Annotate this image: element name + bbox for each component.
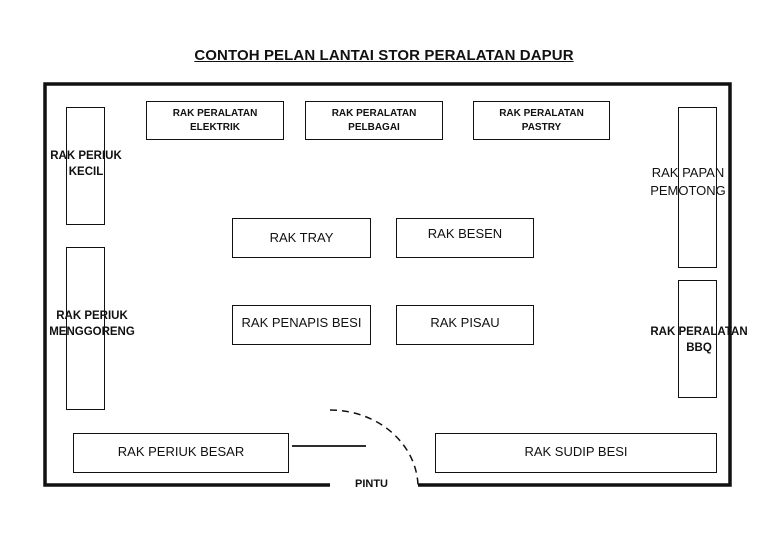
shelf-papan-pemotong (678, 107, 717, 268)
label-peralatan-pelbagai: RAK PERALATAN PELBAGAI (331, 108, 417, 133)
shelf-pisau (396, 305, 534, 345)
label-besen: RAK BESEN (427, 226, 503, 242)
shelf-penapis-besi (232, 305, 371, 345)
label-pisau: RAK PISAU (430, 315, 500, 331)
label-peralatan-pastry: RAK PERALATAN PASTRY (499, 108, 584, 133)
shelf-sudip-besi (435, 433, 717, 473)
door-label: PINTU (355, 478, 388, 490)
label-peralatan-bbq: RAK PERALATAN BBQ (650, 326, 748, 354)
label-sudip-besi: RAK SUDIP BESI (524, 444, 628, 460)
door-swing-arc (329, 409, 419, 486)
shelf-peralatan-pastry (473, 101, 610, 140)
shelf-peralatan-elektrik (146, 101, 284, 140)
label-periuk-menggoreng: RAK PERIUK MENGGORENG (49, 310, 135, 338)
label-periuk-kecil: RAK PERIUK KECIL (50, 150, 122, 178)
plan-title: CONTOH PELAN LANTAI STOR PERALATAN DAPUR (194, 47, 574, 64)
shelf-peralatan-pelbagai (305, 101, 443, 140)
shelf-peralatan-bbq (678, 280, 717, 398)
shelf-periuk-kecil (66, 107, 105, 225)
label-tray: RAK TRAY (269, 230, 334, 246)
shelf-periuk-menggoreng (66, 247, 105, 410)
label-papan-pemotong: RAK PAPAN PEMOTONG (650, 165, 726, 198)
label-penapis-besi: RAK PENAPIS BESI (241, 315, 362, 331)
shelf-tray (232, 218, 371, 258)
shelf-besen (396, 218, 534, 258)
shelf-periuk-besar (73, 433, 289, 473)
label-periuk-besar: RAK PERIUK BESAR (117, 444, 245, 460)
label-peralatan-elektrik: RAK PERALATAN ELEKTRIK (172, 108, 258, 133)
